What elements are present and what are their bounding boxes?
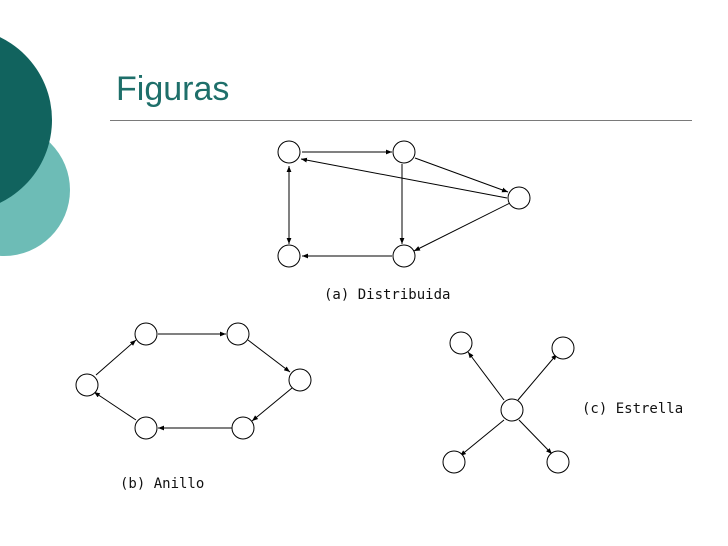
node [226,322,250,346]
distributed-diagram [277,140,531,268]
edge [247,339,291,373]
node [449,331,473,355]
edge [518,419,553,455]
edge [459,419,505,457]
title-divider [110,120,692,121]
edge [93,391,137,421]
edge [467,351,505,401]
edge [300,157,508,199]
node [500,398,524,422]
caption-distributed: (a) Distribuida [324,287,451,303]
edge [414,157,509,193]
decorative-circles [0,37,70,256]
edge [413,202,511,252]
node [507,186,531,210]
star-diagram [442,331,575,474]
edge [517,353,558,401]
node [277,244,301,268]
node [392,244,416,268]
dark-teal-circle [0,37,52,203]
edge [251,387,293,422]
page-title: Figuras [116,70,230,108]
edge [95,339,137,376]
caption-ring: (b) Anillo [120,476,205,492]
node [134,416,158,440]
node [134,322,158,346]
caption-star: (c) Estrella [582,401,684,417]
node [551,336,575,360]
node [231,416,255,440]
node [392,140,416,164]
node [288,368,312,392]
node [442,450,466,474]
node [75,373,99,397]
ring-diagram [75,322,312,440]
node [277,140,301,164]
node [546,450,570,474]
